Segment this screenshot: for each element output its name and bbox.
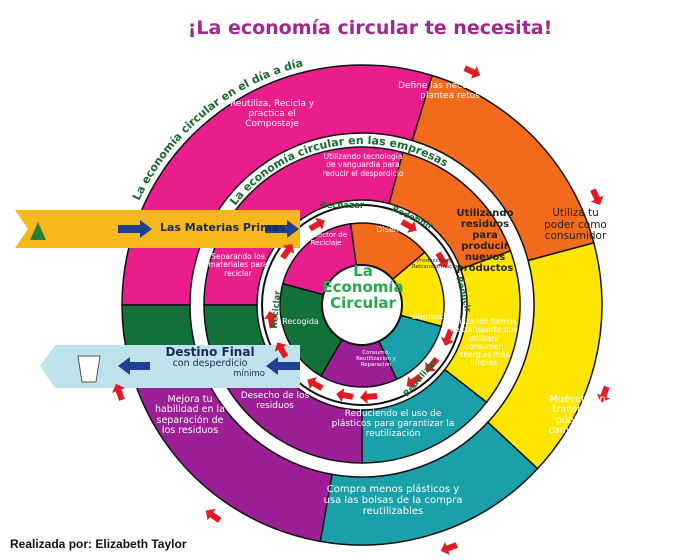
red-arrow-icon	[435, 251, 450, 268]
red-arrow-icon	[263, 311, 278, 329]
arrow-left-icon	[118, 357, 150, 375]
arrow-left-icon	[266, 357, 300, 375]
red-arrow-icon	[590, 188, 604, 206]
red-arrow-icon	[205, 508, 222, 523]
red-arrow-icon	[280, 244, 295, 260]
middle-item-separate: Separando los materiales para reciclar	[208, 252, 268, 278]
center-title-line: Circular	[330, 293, 396, 312]
red-arrow-icon	[308, 217, 325, 232]
final-line: con desperdicio	[172, 358, 248, 370]
red-arrow-icon	[307, 377, 324, 391]
red-arrow-icon	[400, 219, 417, 233]
red-arrow-icon	[463, 65, 481, 79]
red-arrow-icon	[336, 388, 354, 402]
middle-item-waste-disposal: Desecho de los residuos	[240, 391, 310, 411]
pie-slice-design: Diseño	[376, 225, 404, 234]
outer-item-define: Define las necesidades plantea retos	[398, 81, 502, 101]
red-arrow-icon	[440, 328, 455, 346]
pie-slice-collection: Recogida	[282, 317, 319, 326]
final-destination-banner	[40, 345, 300, 388]
center-title-line: Economía	[322, 277, 404, 296]
red-arrow-icon	[360, 389, 378, 404]
outer-item-reuse: Reutiliza, Recicla y practica el Compost…	[229, 99, 315, 129]
cycle-arrows	[111, 65, 610, 556]
red-arrow-icon	[274, 342, 289, 359]
center-circle	[321, 264, 403, 346]
arrow-right-icon	[118, 220, 152, 238]
pie-slice-consumption: Consumo, Reutilización y Reparación	[356, 350, 396, 369]
outer-item-separate: Mejora tu habilidad en la separación de …	[154, 394, 226, 437]
center-title-line: La	[353, 262, 373, 280]
raw-materials-label: Las Materias Primas	[160, 221, 286, 234]
final-destination-label: Destino Final con desperdicio mínimo	[155, 345, 265, 379]
red-arrow-icon	[406, 373, 423, 388]
page-title: ¡La economía circular te necesita!	[187, 17, 553, 39]
final-line: Destino Final	[165, 345, 255, 359]
credit: Realizada por: Elizabeth Taylor	[10, 537, 187, 551]
red-arrow-icon	[596, 385, 610, 403]
pie-slice-recycling-sector: El Sector de Reciclaje	[304, 231, 348, 247]
step-rechazar: Rechazar	[320, 201, 365, 211]
pie-slice-distribution: Distribución	[412, 313, 454, 321]
raw-materials-banner	[15, 210, 300, 248]
red-arrow-icon	[111, 383, 126, 401]
middle-item-reduce-plastic: Reduciendo el uso de plásticos para gara…	[331, 409, 455, 439]
pie-slice-production: Producción y Retransformación	[412, 258, 461, 271]
arrow-right-icon	[265, 220, 299, 238]
middle-item-clean-transport: Utilizando formas de transporte que util…	[450, 317, 518, 368]
final-line: mínimo	[233, 368, 265, 379]
outer-item-transport: Muévete en transporte público y camina m…	[548, 394, 607, 437]
red-arrow-icon	[425, 356, 440, 372]
outer-item-buy-less-plastic: Compra menos plásticos y usa las bolsas …	[323, 484, 463, 517]
pie-slice-purple	[319, 303, 398, 388]
outer-item-consumer: Utiliza tu poder como consumidor	[544, 207, 607, 243]
red-arrow-icon	[440, 541, 458, 556]
center-title: La Economía Circular	[318, 262, 408, 312]
tree-icon	[30, 222, 46, 240]
trash-icon	[77, 355, 101, 383]
middle-item-technology: Utilizando tecnología de vanguardia para…	[322, 152, 404, 178]
middle-item-waste-products: Utilizando residuos para producir nuevos…	[456, 208, 514, 274]
